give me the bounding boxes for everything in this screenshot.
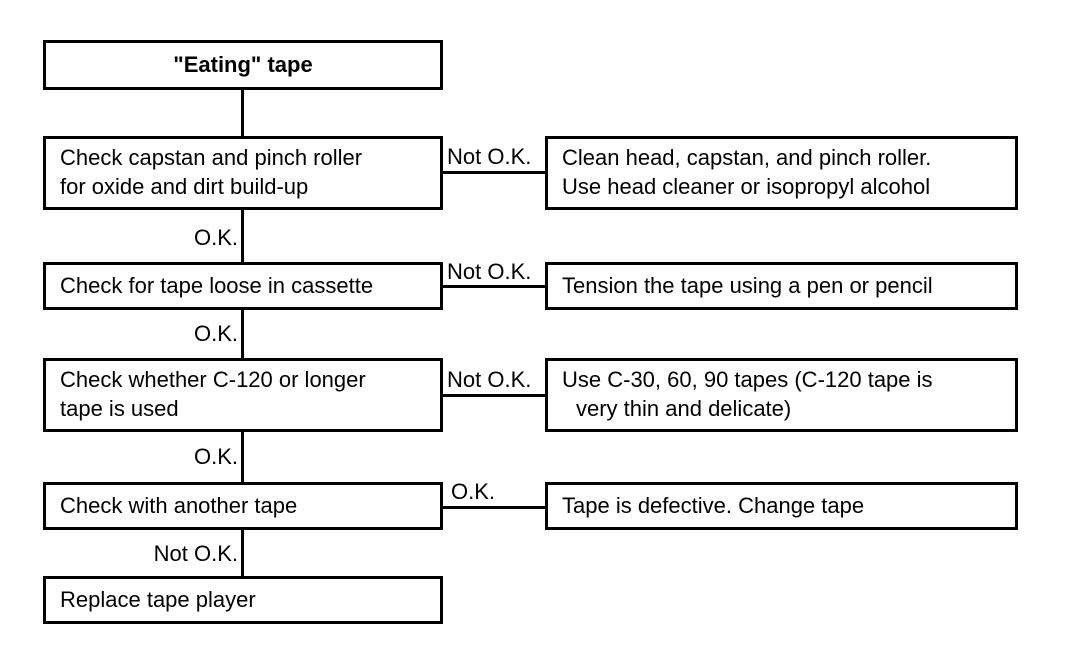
node-tape-defective: Tape is defective. Change tape	[545, 482, 1018, 530]
connector-start-to-check1	[241, 90, 244, 136]
edge-label-ok-2: O.K.	[193, 321, 238, 346]
edge-label-not-ok-2: Not O.K.	[447, 259, 532, 284]
node-check-another-tape: Check with another tape	[43, 482, 443, 530]
node-clean-head-line2: Use head cleaner or isopropyl alcohol	[562, 174, 931, 199]
node-clean-head-line1: Clean head, capstan, and pinch roller.	[562, 145, 932, 171]
node-check-tape-loose-label: Check for tape loose in cassette	[60, 272, 374, 298]
connector-check2-to-action2	[443, 285, 547, 288]
node-start-label: "Eating" tape	[173, 51, 313, 77]
connector-check1-to-check2	[241, 210, 244, 262]
node-check-c120-line2: tape is used	[60, 396, 179, 421]
edge-label-not-ok-3: Not O.K.	[447, 367, 532, 392]
node-tension-tape-label: Tension the tape using a pen or pencil	[562, 272, 933, 298]
node-check-capstan: Check capstan and pinch roller for oxide…	[43, 136, 443, 210]
node-replace-tape-player: Replace tape player	[43, 576, 443, 624]
node-use-shorter-tapes: Use C-30, 60, 90 tapes (C-120 tape is ve…	[545, 358, 1018, 432]
connector-check3-to-check4	[241, 432, 244, 482]
node-start: "Eating" tape	[43, 40, 443, 90]
connector-check2-to-check3	[241, 310, 244, 358]
connector-check4-to-action4	[443, 506, 547, 509]
edge-label-not-ok-4: Not O.K.	[153, 541, 238, 566]
node-check-c120: Check whether C-120 or longer tape is us…	[43, 358, 443, 432]
connector-check1-to-action1	[443, 171, 547, 174]
node-tension-tape: Tension the tape using a pen or pencil	[545, 262, 1018, 310]
node-check-tape-loose: Check for tape loose in cassette	[43, 262, 443, 310]
edge-label-ok-3: O.K.	[193, 444, 238, 469]
node-check-capstan-line1: Check capstan and pinch roller	[60, 145, 363, 171]
connector-check4-to-final	[241, 530, 244, 576]
edge-label-ok-4: O.K.	[451, 479, 496, 504]
connector-check3-to-action3	[443, 394, 547, 397]
edge-label-ok-1: O.K.	[193, 225, 238, 250]
node-clean-head: Clean head, capstan, and pinch roller. U…	[545, 136, 1018, 210]
node-replace-tape-player-label: Replace tape player	[60, 586, 256, 612]
edge-label-not-ok-1: Not O.K.	[447, 144, 532, 169]
node-check-another-tape-label: Check with another tape	[60, 492, 298, 518]
node-use-shorter-tapes-line2: very thin and delicate)	[576, 396, 792, 421]
node-check-c120-line1: Check whether C-120 or longer	[60, 367, 366, 393]
node-use-shorter-tapes-line1: Use C-30, 60, 90 tapes (C-120 tape is	[562, 367, 933, 393]
node-tape-defective-label: Tape is defective. Change tape	[562, 492, 865, 518]
node-check-capstan-line2: for oxide and dirt build-up	[60, 174, 309, 199]
